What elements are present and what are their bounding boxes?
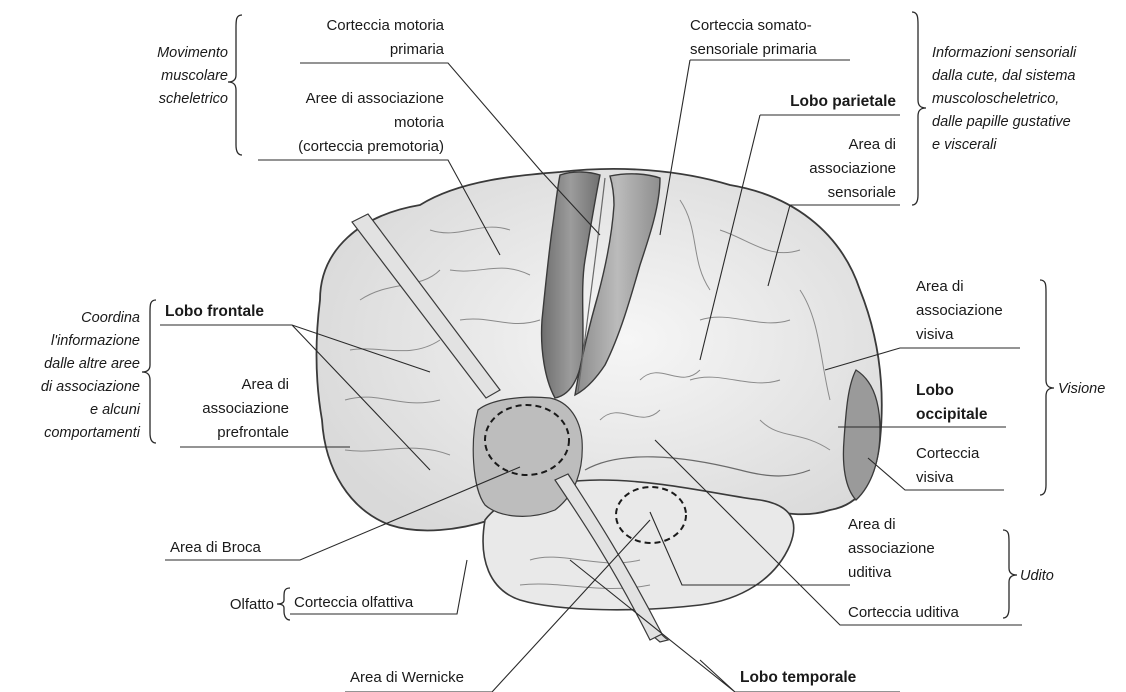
function-movement-3: scheletrico [159, 91, 228, 107]
label-somato-2: sensoriale primaria [690, 41, 817, 58]
brace-movement [228, 15, 242, 155]
label-somato-1: Corteccia somato- [690, 17, 812, 34]
label-frontal-lobe: Lobo frontale [165, 303, 264, 320]
function-movement-1: Movimento [157, 45, 228, 61]
label-parietal-lobe: Lobo parietale [790, 93, 896, 110]
label-occipital-1: Lobo [916, 382, 954, 399]
label-motor-primary-1: Corteccia motoria [326, 17, 444, 34]
function-coordination-3: dalle altre aree [44, 356, 140, 372]
label-prefrontal-2: associazione [202, 400, 289, 417]
function-coordination-5: e alcuni [90, 402, 141, 418]
label-auditory-assoc-1: Area di [848, 516, 896, 533]
label-sensory-assoc-2: associazione [809, 160, 896, 177]
label-motor-assoc-1: Aree di associazione [306, 90, 444, 107]
function-sensory-1: Informazioni sensoriali [932, 45, 1077, 61]
label-wernicke: Area di Wernicke [350, 669, 464, 686]
function-sensory-4: dalle papille gustative [932, 114, 1071, 130]
function-hearing: Udito [1020, 568, 1054, 584]
label-motor-primary-2: primaria [390, 41, 445, 58]
label-prefrontal-3: prefrontale [217, 424, 289, 441]
brain-illustration [316, 169, 881, 642]
brace-sensory [912, 12, 926, 205]
label-sensory-assoc-3: sensoriale [828, 184, 896, 201]
brace-smell [277, 588, 290, 620]
label-visual-assoc-3: visiva [916, 326, 954, 343]
function-smell: Olfatto [230, 596, 274, 613]
label-visual-assoc-2: associazione [916, 302, 1003, 319]
function-sensory-2: dalla cute, dal sistema [932, 68, 1075, 84]
function-sensory-3: muscoloscheletrico, [932, 91, 1059, 107]
label-auditory-assoc-2: associazione [848, 540, 935, 557]
brace-hearing [1003, 530, 1017, 618]
label-visual-cortex-2: visiva [916, 469, 954, 486]
function-vision: Visione [1058, 381, 1105, 397]
function-coordination-4: di associazione [41, 379, 140, 395]
function-coordination-6: comportamenti [44, 425, 141, 441]
label-broca: Area di Broca [170, 539, 262, 556]
label-visual-assoc-1: Area di [916, 278, 964, 295]
function-coordination-2: l'informazione [51, 333, 140, 349]
function-movement-2: muscolare [161, 68, 228, 84]
label-auditory-assoc-3: uditiva [848, 564, 892, 581]
label-occipital-2: occipitale [916, 406, 988, 423]
label-olfactory-cortex: Corteccia olfattiva [294, 594, 414, 611]
function-sensory-5: e viscerali [932, 137, 997, 153]
brace-coordination [142, 300, 156, 443]
brace-vision [1040, 280, 1054, 495]
function-coordination-1: Coordina [81, 310, 140, 326]
label-motor-assoc-2: motoria [394, 114, 445, 131]
label-motor-assoc-3: (corteccia premotoria) [298, 138, 444, 155]
label-sensory-assoc-1: Area di [848, 136, 896, 153]
label-prefrontal-1: Area di [241, 376, 289, 393]
label-temporal-lobe: Lobo temporale [740, 669, 857, 686]
label-auditory-cortex: Corteccia uditiva [848, 604, 960, 621]
label-visual-cortex-1: Corteccia [916, 445, 980, 462]
